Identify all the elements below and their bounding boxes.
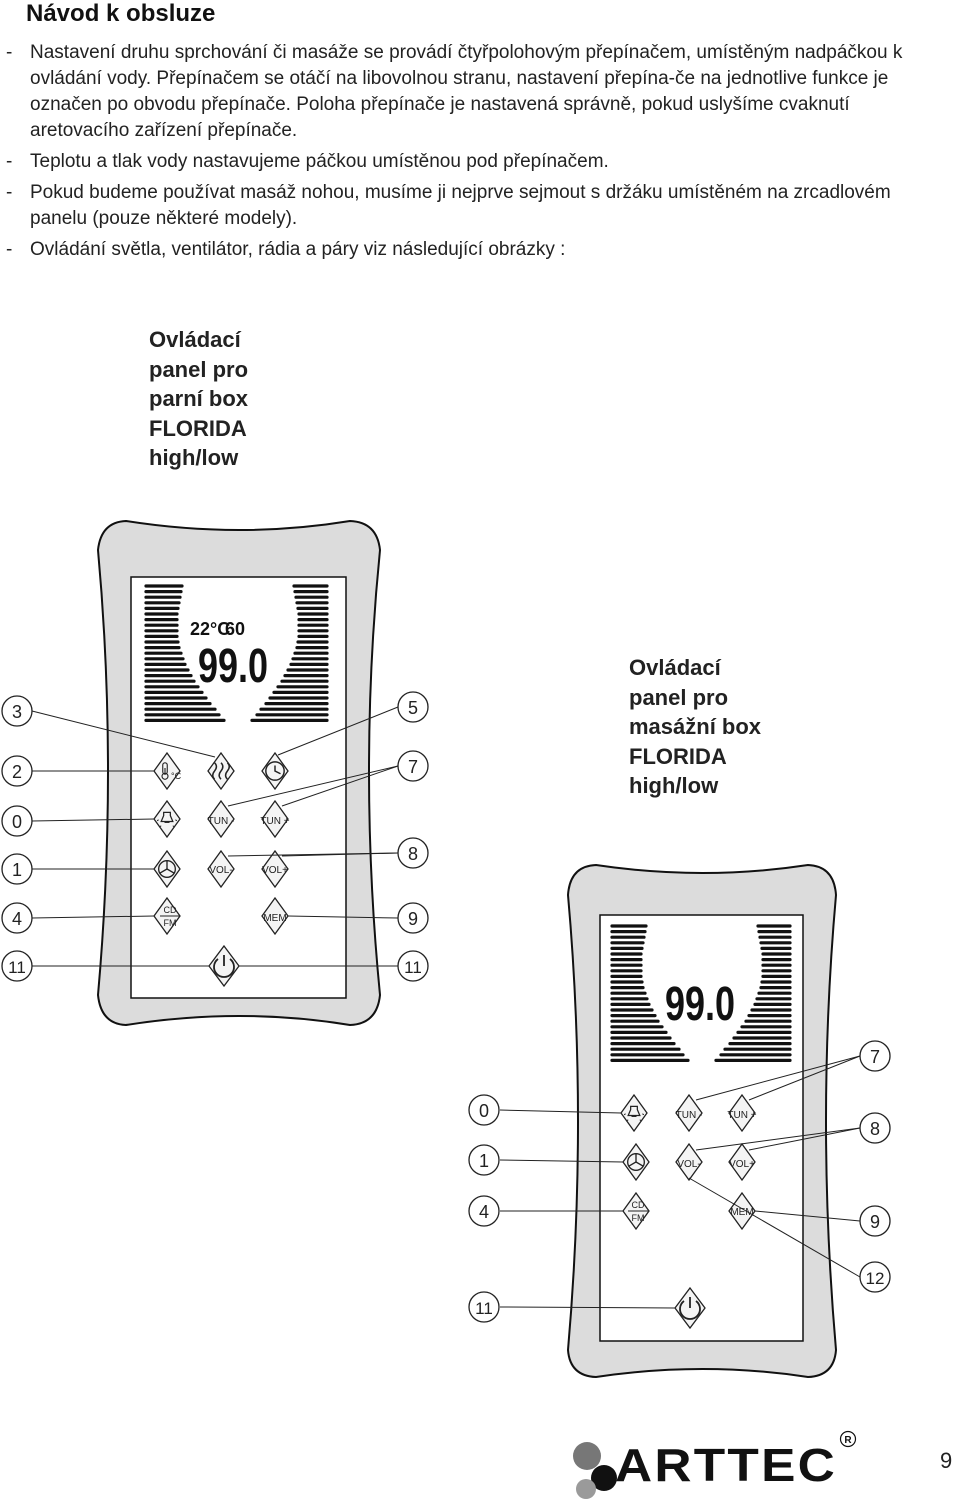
svg-text:7: 7 [870, 1047, 880, 1067]
svg-text:2: 2 [12, 762, 22, 782]
cd-fm-button[interactable]: CD FM [622, 1191, 650, 1231]
fm-label: FM [164, 918, 177, 928]
svg-text:1: 1 [479, 1151, 489, 1171]
callout-circle: 12 [859, 1261, 891, 1293]
svg-text:9: 9 [870, 1212, 880, 1232]
timer-button[interactable] [261, 751, 289, 791]
cd-label: CD [164, 905, 177, 915]
svg-text:12: 12 [866, 1269, 885, 1288]
steam-button[interactable] [207, 751, 235, 791]
callout-circle: 7 [859, 1040, 891, 1072]
power-button[interactable] [674, 1286, 706, 1330]
vol-plus-label: VOL+ [262, 865, 288, 876]
volume-down-button[interactable]: VOL- [675, 1142, 703, 1182]
tun-plus-label: TUN + [260, 816, 289, 827]
memory-button[interactable]: MEM [261, 896, 289, 936]
callout-lines [499, 1055, 861, 1309]
tun-minus-label: TUN - [676, 1110, 703, 1121]
svg-text:8: 8 [408, 844, 418, 864]
fan-button[interactable] [622, 1142, 650, 1182]
main-display: 99.0 [198, 639, 268, 692]
tun-minus-label: TUN - [208, 816, 235, 827]
light-button[interactable] [620, 1093, 648, 1133]
svg-text:9: 9 [408, 909, 418, 929]
volume-up-button[interactable]: VOL+ [728, 1142, 756, 1182]
callout-circle: 4 [1, 902, 33, 934]
logo-mark [573, 1442, 617, 1499]
callout-circle: 11 [468, 1291, 500, 1323]
svg-text:11: 11 [404, 958, 422, 977]
tune-down-button[interactable]: TUN - [207, 799, 235, 839]
volume-up-button[interactable]: VOL+ [261, 849, 289, 889]
callout-circle: 2 [1, 755, 33, 787]
callout-lines [31, 706, 399, 967]
svg-text:3: 3 [12, 702, 22, 722]
cd-fm-button[interactable]: CD FM [153, 896, 181, 936]
svg-text:5: 5 [408, 698, 418, 718]
tune-down-button[interactable]: TUN - [675, 1093, 703, 1133]
svg-text:R: R [844, 1435, 852, 1446]
svg-text:11: 11 [8, 958, 26, 977]
callout-circle: 11 [397, 950, 429, 982]
registered-mark: R [839, 1430, 857, 1448]
svg-text:0: 0 [12, 812, 22, 832]
callout-circle: 0 [468, 1094, 500, 1126]
tun-plus-label: TUN + [727, 1110, 756, 1121]
page-heading: Návod k obsluze [26, 0, 216, 27]
instruction-item: Pokud budeme používat masáž nohou, musím… [0, 180, 930, 232]
instruction-item: Ovládání světla, ventilátor, rádia a pár… [0, 237, 930, 263]
svg-text:4: 4 [12, 909, 22, 929]
svg-text:7: 7 [408, 757, 418, 777]
volume-down-button[interactable]: VOL- [207, 849, 235, 889]
callout-circle: 4 [468, 1195, 500, 1227]
callout-circle: 5 [397, 691, 429, 723]
tune-up-button[interactable]: TUN + [727, 1093, 757, 1133]
level-bars [144, 584, 329, 723]
callout-circle: 3 [1, 695, 33, 727]
power-button[interactable] [208, 944, 240, 988]
callout-circle: 1 [468, 1144, 500, 1176]
callout-circle: 1 [1, 853, 33, 885]
main-display: 99.0 [665, 977, 735, 1030]
massage-panel-caption: Ovládací panel pro masážní box FLORIDA h… [629, 655, 762, 798]
mem-label: MEM [730, 1207, 753, 1218]
vol-minus-label: VOL- [677, 1159, 700, 1170]
fan-button[interactable] [153, 849, 181, 889]
svg-text:8: 8 [870, 1119, 880, 1139]
svg-text:4: 4 [479, 1202, 489, 1222]
callout-circle: 7 [397, 750, 429, 782]
callout-circle: 11 [1, 950, 33, 982]
svg-text:11: 11 [475, 1299, 493, 1318]
steam-panel-caption: Ovládací panel pro parní box FLORIDA hig… [149, 327, 249, 470]
instruction-item: Nastavení druhu sprchování či masáže se … [0, 40, 930, 144]
svg-text:0: 0 [479, 1101, 489, 1121]
time-readout: 60 [225, 619, 245, 639]
callout-circle: 9 [397, 902, 429, 934]
cd-label: CD [632, 1200, 645, 1210]
instruction-list: Nastavení druhu sprchování či masáže se … [0, 40, 930, 268]
level-bars [610, 924, 792, 1063]
callout-circle: 9 [859, 1205, 891, 1237]
callout-circle: 8 [397, 837, 429, 869]
temperature-readout: 22°C [190, 619, 230, 639]
artec-logo: ARTTEC R [573, 1430, 857, 1499]
logo-text: ARTTEC [615, 1439, 837, 1491]
mem-label: MEM [263, 913, 286, 924]
instruction-item: Teplotu a tlak vody nastavujeme páčkou u… [0, 149, 930, 175]
callout-circle: 0 [1, 805, 33, 837]
fm-label: FM [632, 1213, 645, 1223]
callout-circle: 8 [859, 1112, 891, 1144]
massage-control-panel: 99.0 TUN - TUN + VOL- VOL+ CD [468, 863, 891, 1379]
svg-text:1: 1 [12, 860, 22, 880]
light-button[interactable] [153, 799, 181, 839]
vol-plus-label: VOL+ [729, 1159, 755, 1170]
memory-button[interactable]: MEM [728, 1191, 756, 1231]
tune-up-button[interactable]: TUN + [260, 799, 290, 839]
celsius-label: °C [171, 771, 182, 781]
temperature-button[interactable]: °C [153, 751, 182, 791]
page-number: 9 [940, 1448, 953, 1473]
vol-minus-label: VOL- [209, 865, 232, 876]
steam-control-panel: 22°C 60 99.0 °C TUN - TUN + [1, 519, 429, 1027]
